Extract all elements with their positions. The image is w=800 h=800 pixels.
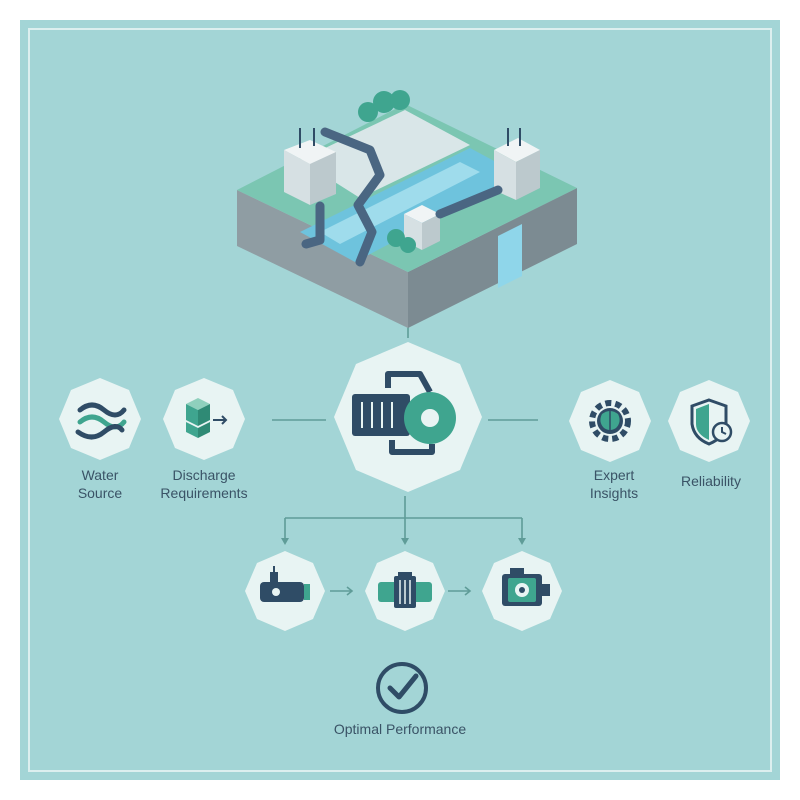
terrain-path	[300, 110, 470, 198]
arrowhead-center	[401, 538, 409, 545]
intertwined-waves-icon	[75, 402, 127, 440]
branch-connector	[284, 496, 523, 540]
arrowhead-left	[281, 538, 289, 545]
optimal-performance-label: Optimal Performance	[333, 721, 467, 737]
waterfall	[498, 224, 522, 288]
pump-option-3-node[interactable]	[482, 551, 562, 631]
large-pump-icon	[352, 371, 456, 455]
flow-arrow-1	[330, 586, 354, 596]
building-left	[284, 128, 336, 205]
submersible-pump-icon	[260, 566, 310, 602]
inner-frame	[28, 28, 772, 772]
reliability-label: Reliability	[681, 473, 741, 489]
centrifugal-pump-icon	[502, 568, 550, 606]
trees-top	[358, 90, 410, 122]
pipe-network	[301, 127, 503, 267]
pump-option-2-node[interactable]	[365, 551, 445, 631]
water-source-label: Water Source	[77, 467, 123, 501]
terrain-right-side	[408, 188, 577, 328]
pump-option-1-node[interactable]	[245, 551, 325, 631]
water-source-node[interactable]	[59, 378, 141, 460]
river-highlight	[320, 162, 480, 244]
terrain-left-side	[237, 190, 408, 328]
brain-gear-icon	[589, 400, 631, 442]
central-pump-node[interactable]	[334, 342, 482, 492]
shield-clock-icon	[690, 398, 733, 446]
expert-insights-label: Expert Insights	[589, 467, 639, 501]
check-circle-icon	[376, 662, 428, 714]
discharge-requirements-label: Discharge Requirements	[160, 467, 248, 501]
inline-pump-icon	[378, 572, 432, 608]
cube-arrow-icon	[186, 398, 228, 438]
discharge-requirements-node[interactable]	[163, 378, 245, 460]
trees-center	[387, 229, 416, 253]
reliability-node[interactable]	[668, 380, 750, 462]
flow-arrow-2	[448, 586, 472, 596]
expert-insights-node[interactable]	[569, 380, 651, 462]
arrowhead-right	[518, 538, 526, 545]
